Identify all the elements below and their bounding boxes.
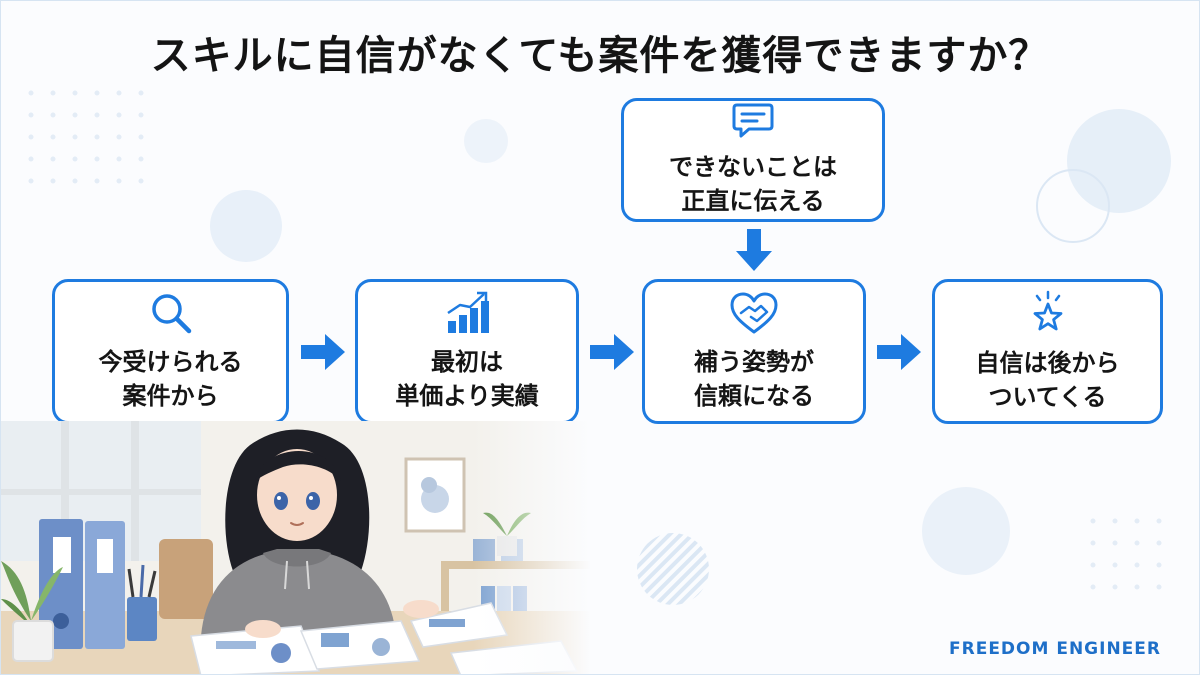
box-trust-line-2: 信頼になる: [694, 381, 814, 410]
brand-logo-text: FREEDOM ENGINEER: [949, 639, 1161, 659]
box-confidence-line-1: 自信は後から: [975, 348, 1120, 377]
arrow-right-icon: [877, 334, 921, 370]
box-honesty-line-2: 正直に伝える: [681, 187, 825, 215]
box-results-first-line-1: 最初は: [431, 347, 503, 376]
handshake-icon: [730, 292, 778, 333]
arrow-right-icon: [590, 334, 634, 370]
box-current-work-line-1: 今受けられる: [98, 347, 243, 376]
bar-chart-icon: [447, 291, 489, 333]
box-current-work: 今受けられる 案件から: [52, 279, 289, 424]
box-confidence-line-2: ついてくる: [988, 382, 1107, 411]
page-title: スキルに自信がなくても案件を獲得できますか？: [150, 33, 1050, 79]
box-trust-line-1: 補う姿勢が: [694, 347, 814, 376]
box-results-first-line-2: 単価より実績: [395, 381, 539, 410]
arrow-right-icon: [301, 334, 345, 370]
arrow-down-icon: [736, 229, 772, 271]
box-results-first: 最初は 単価より実績: [355, 279, 579, 424]
box-trust: 補う姿勢が 信頼になる: [642, 279, 866, 424]
illustration-woman-at-desk: [1, 421, 591, 674]
chat-icon: [732, 103, 774, 138]
search-icon: [151, 293, 191, 333]
box-current-work-line-2: 案件から: [122, 381, 219, 410]
box-honesty: できないことは 正直に伝える: [621, 98, 885, 222]
box-honesty-line-1: できないことは: [669, 153, 837, 181]
box-confidence: 自信は後から ついてくる: [932, 279, 1163, 424]
star-icon: [1033, 290, 1062, 330]
